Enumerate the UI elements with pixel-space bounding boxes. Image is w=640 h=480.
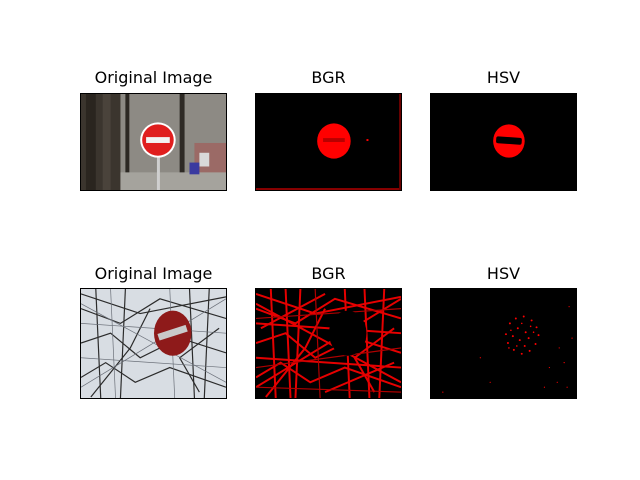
bgr-mask-winter <box>255 288 402 399</box>
hsv-mask-winter <box>430 288 577 399</box>
panel-title: BGR <box>311 264 346 283</box>
panel-title: Original Image <box>94 68 213 87</box>
panel-bgr-1: BGR <box>255 66 402 191</box>
panel-original-1: Original Image <box>80 66 227 191</box>
hsv-mask-summer <box>430 93 577 191</box>
panel-title: HSV <box>486 264 521 283</box>
original-image-winter <box>80 288 227 399</box>
bgr-mask-summer <box>255 93 402 191</box>
original-image-summer <box>80 93 227 191</box>
panel-title: HSV <box>486 68 521 87</box>
panel-bgr-2: BGR <box>255 262 402 399</box>
panel-hsv-1: HSV <box>430 66 577 191</box>
panel-title: BGR <box>311 68 346 87</box>
panel-hsv-2: HSV <box>430 262 577 399</box>
panel-original-2: Original Image <box>80 262 227 399</box>
panel-title: Original Image <box>94 264 213 283</box>
